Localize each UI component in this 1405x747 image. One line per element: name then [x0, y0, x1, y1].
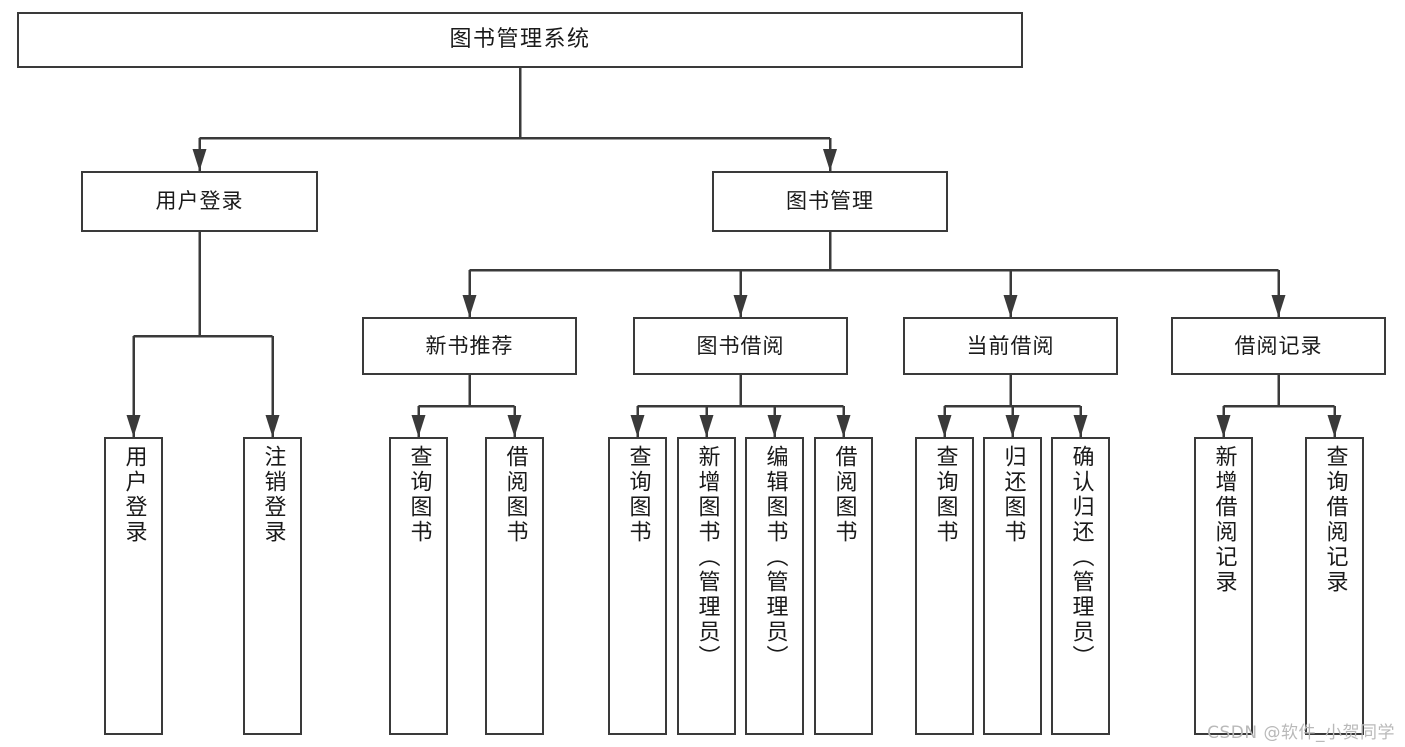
node-label: 归还图书 — [1000, 445, 1026, 545]
node-label: 确认归还（管理员） — [1068, 445, 1094, 670]
node-leaf-logout[interactable]: 注销登录 — [243, 437, 302, 735]
node-label: 图书借阅 — [696, 333, 785, 358]
node-leaf-add-book[interactable]: 新增图书（管理员） — [677, 437, 736, 735]
node-user-login[interactable]: 用户登录 — [81, 171, 318, 232]
node-label: 新增图书（管理员） — [694, 445, 720, 670]
node-label: 图书管理系统 — [449, 27, 591, 53]
node-label: 借阅图书 — [502, 445, 528, 545]
node-label: 借阅图书 — [831, 445, 857, 545]
node-book-borrow[interactable]: 图书借阅 — [633, 317, 848, 375]
node-label: 用户登录 — [155, 189, 244, 214]
node-label: 查询图书 — [932, 445, 958, 545]
node-leaf-query-book-1[interactable]: 查询图书 — [389, 437, 448, 735]
node-leaf-user-login[interactable]: 用户登录 — [104, 437, 163, 735]
node-label: 借阅记录 — [1234, 333, 1323, 358]
watermark: CSDN @软件_小贺同学 — [1207, 723, 1395, 743]
node-borrow-record[interactable]: 借阅记录 — [1171, 317, 1386, 375]
node-root[interactable]: 图书管理系统 — [17, 12, 1023, 68]
node-leaf-confirm-return[interactable]: 确认归还（管理员） — [1051, 437, 1110, 735]
node-label: 当前借阅 — [966, 333, 1055, 358]
node-leaf-borrow-book-2[interactable]: 借阅图书 — [814, 437, 873, 735]
node-current-borrow[interactable]: 当前借阅 — [903, 317, 1118, 375]
node-leaf-edit-book[interactable]: 编辑图书（管理员） — [745, 437, 804, 735]
node-label: 查询图书 — [625, 445, 651, 545]
node-label: 新增借阅记录 — [1211, 445, 1237, 595]
node-book-manage[interactable]: 图书管理 — [712, 171, 948, 232]
node-label: 查询借阅记录 — [1322, 445, 1348, 595]
node-label: 新书推荐 — [425, 333, 514, 358]
node-new-book-rec[interactable]: 新书推荐 — [362, 317, 577, 375]
node-leaf-borrow-book-1[interactable]: 借阅图书 — [485, 437, 544, 735]
node-label: 图书管理 — [786, 189, 874, 214]
node-leaf-add-record[interactable]: 新增借阅记录 — [1194, 437, 1253, 735]
node-label: 用户登录 — [121, 445, 147, 545]
node-label: 编辑图书（管理员） — [762, 445, 788, 670]
node-leaf-query-book-2[interactable]: 查询图书 — [608, 437, 667, 735]
node-leaf-return-book[interactable]: 归还图书 — [983, 437, 1042, 735]
node-leaf-query-book-3[interactable]: 查询图书 — [915, 437, 974, 735]
node-label: 注销登录 — [260, 445, 286, 545]
node-label: 查询图书 — [406, 445, 432, 545]
node-leaf-query-record[interactable]: 查询借阅记录 — [1305, 437, 1364, 735]
